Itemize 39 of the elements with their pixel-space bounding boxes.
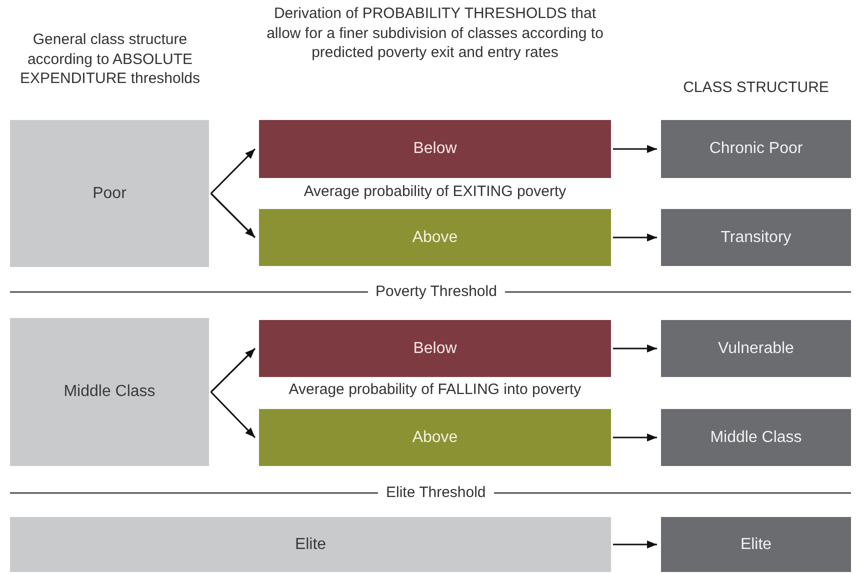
class-box [661, 320, 851, 377]
class-box [661, 120, 851, 178]
probability-bar [259, 209, 611, 266]
node-label: Middle Class [710, 428, 802, 446]
node-label: Above [412, 228, 458, 246]
node-label: Transitory [720, 228, 792, 246]
node-label: Below [413, 140, 457, 158]
node-label: Middle Class [64, 383, 156, 401]
threshold-label: Poverty Threshold [368, 282, 505, 302]
class-box [10, 517, 611, 572]
arrow [613, 344, 657, 352]
arrow [210, 192, 256, 238]
heading: Derivation of PROBABILITY THRESHOLDS that allow for a finer subdivision of classes according to predicted poverty exit and entry rates [266, 4, 604, 62]
arrow [210, 348, 256, 393]
node-label: Elite [740, 536, 772, 554]
arrow [613, 434, 657, 442]
heading: General class structure according to ABSOLUTE EXPENDITURE thresholds [18, 30, 202, 88]
class-box [661, 409, 851, 466]
arrow [613, 540, 657, 548]
node-label: Below [413, 340, 457, 358]
arrow [210, 391, 256, 438]
node-label: Poor [92, 184, 126, 202]
probability-caption: Average probability of EXITING poverty [302, 182, 568, 202]
node-label: Vulnerable [718, 340, 794, 358]
heading: CLASS STRUCTURE [682, 78, 830, 98]
class-box [661, 209, 851, 266]
probability-bar [259, 409, 611, 466]
probability-bar [259, 120, 611, 178]
class-box [661, 517, 851, 572]
node-label: Chronic Poor [709, 140, 803, 158]
class-box [10, 120, 209, 267]
arrow [613, 145, 657, 153]
arrow [210, 148, 256, 194]
node-label: Elite [294, 536, 326, 554]
arrow [613, 234, 657, 242]
probability-bar [259, 320, 611, 377]
class-box [10, 318, 209, 466]
node-label: Above [412, 428, 458, 446]
probability-caption: Average probability of FALLING into poverty [288, 380, 582, 400]
